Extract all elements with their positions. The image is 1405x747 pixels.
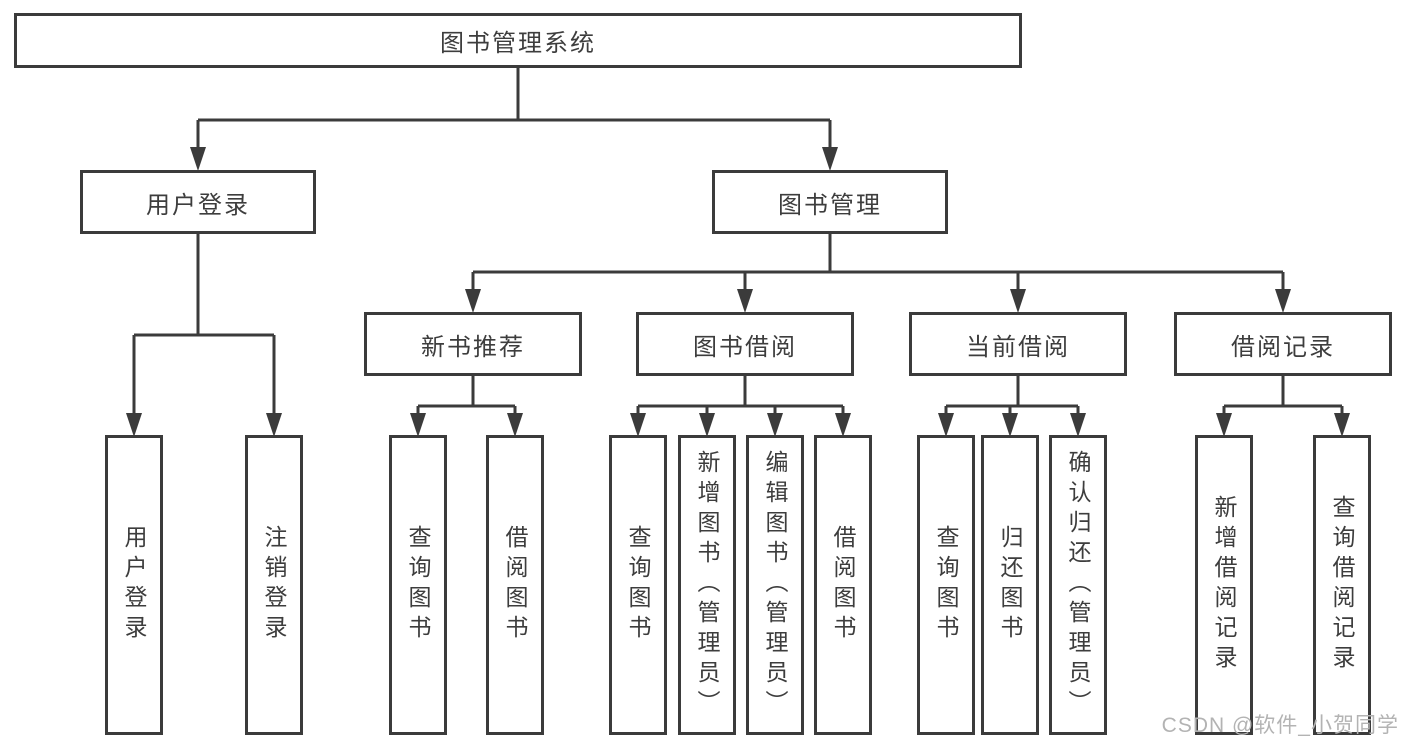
- leaf-logout-label: 注销登录: [261, 525, 287, 645]
- leaf-borrow-add: 新增图书（管理员）: [678, 435, 736, 735]
- leaf-records-query-label: 查询借阅记录: [1329, 495, 1355, 675]
- leaf-current-return-label: 归还图书: [997, 525, 1023, 645]
- arrowhead-borrow-query: [630, 413, 646, 437]
- node-borrow-records: 借阅记录: [1174, 312, 1392, 376]
- connector-user-login-to-leaves: [132, 233, 276, 415]
- connector-borrow-records-to-leaves: [1222, 376, 1344, 415]
- arrowhead-borrow-edit: [767, 413, 783, 437]
- leaf-borrow-borrow: 借阅图书: [814, 435, 872, 735]
- node-book-management: 图书管理: [712, 170, 948, 234]
- leaf-user-login-label: 用户登录: [121, 525, 147, 645]
- connector-book-management-to-level3: [471, 233, 1285, 291]
- node-book-borrow: 图书借阅: [636, 312, 854, 376]
- arrowhead-new-books: [465, 289, 481, 313]
- leaf-records-add: 新增借阅记录: [1195, 435, 1253, 735]
- leaf-newbooks-query: 查询图书: [389, 435, 447, 735]
- arrowhead-newbooks-borrow: [507, 413, 523, 437]
- arrowhead-borrow-records: [1275, 289, 1291, 313]
- leaf-newbooks-borrow: 借阅图书: [486, 435, 544, 735]
- arrowhead-leaf-user-login: [126, 413, 142, 437]
- arrowhead-current-confirm: [1070, 413, 1086, 437]
- node-borrow-records-label: 借阅记录: [1231, 333, 1335, 361]
- leaf-current-return: 归还图书: [981, 435, 1039, 735]
- node-current-borrow-label: 当前借阅: [966, 333, 1070, 361]
- node-root-label: 图书管理系统: [440, 30, 596, 57]
- leaf-borrow-add-label: 新增图书（管理员）: [694, 450, 720, 720]
- leaf-borrow-edit: 编辑图书（管理员）: [746, 435, 804, 735]
- leaf-records-query: 查询借阅记录: [1313, 435, 1371, 735]
- leaf-current-query: 查询图书: [917, 435, 975, 735]
- connector-book-borrow-to-leaves: [636, 376, 845, 415]
- leaf-user-login: 用户登录: [105, 435, 163, 735]
- node-user-login: 用户登录: [80, 170, 316, 234]
- arrowhead-user-login: [190, 147, 206, 171]
- connector-root-to-level2: [196, 68, 832, 148]
- leaf-current-query-label: 查询图书: [933, 525, 959, 645]
- arrowhead-records-add: [1216, 413, 1232, 437]
- arrowhead-newbooks-query: [410, 413, 426, 437]
- leaf-current-confirm: 确认归还（管理员）: [1049, 435, 1107, 735]
- arrowhead-book-management: [822, 147, 838, 171]
- arrowhead-borrow-borrow: [835, 413, 851, 437]
- leaf-logout: 注销登录: [245, 435, 303, 735]
- csdn-watermark: CSDN @软件_小贺同学: [1161, 714, 1399, 737]
- leaf-records-add-label: 新增借阅记录: [1211, 495, 1237, 675]
- node-current-borrow: 当前借阅: [909, 312, 1127, 376]
- node-new-books: 新书推荐: [364, 312, 582, 376]
- node-user-login-label: 用户登录: [146, 191, 250, 219]
- node-book-borrow-label: 图书借阅: [693, 333, 797, 361]
- arrowhead-current-return: [1002, 413, 1018, 437]
- arrowhead-book-borrow: [737, 289, 753, 313]
- leaf-borrow-edit-label: 编辑图书（管理员）: [762, 450, 788, 720]
- leaf-newbooks-borrow-label: 借阅图书: [502, 525, 528, 645]
- connector-current-borrow-to-leaves: [944, 376, 1080, 415]
- leaf-borrow-query: 查询图书: [609, 435, 667, 735]
- connector-new-books-to-leaves: [416, 376, 517, 415]
- node-new-books-label: 新书推荐: [421, 333, 525, 361]
- arrowhead-current-borrow: [1010, 289, 1026, 313]
- leaf-borrow-query-label: 查询图书: [625, 525, 651, 645]
- arrowhead-current-query: [938, 413, 954, 437]
- arrowhead-borrow-add: [699, 413, 715, 437]
- node-root-system: 图书管理系统: [14, 13, 1022, 68]
- leaf-newbooks-query-label: 查询图书: [405, 525, 431, 645]
- arrowhead-records-query: [1334, 413, 1350, 437]
- leaf-current-confirm-label: 确认归还（管理员）: [1065, 450, 1091, 720]
- arrowhead-leaf-logout: [266, 413, 282, 437]
- node-book-management-label: 图书管理: [778, 191, 882, 219]
- leaf-borrow-borrow-label: 借阅图书: [830, 525, 856, 645]
